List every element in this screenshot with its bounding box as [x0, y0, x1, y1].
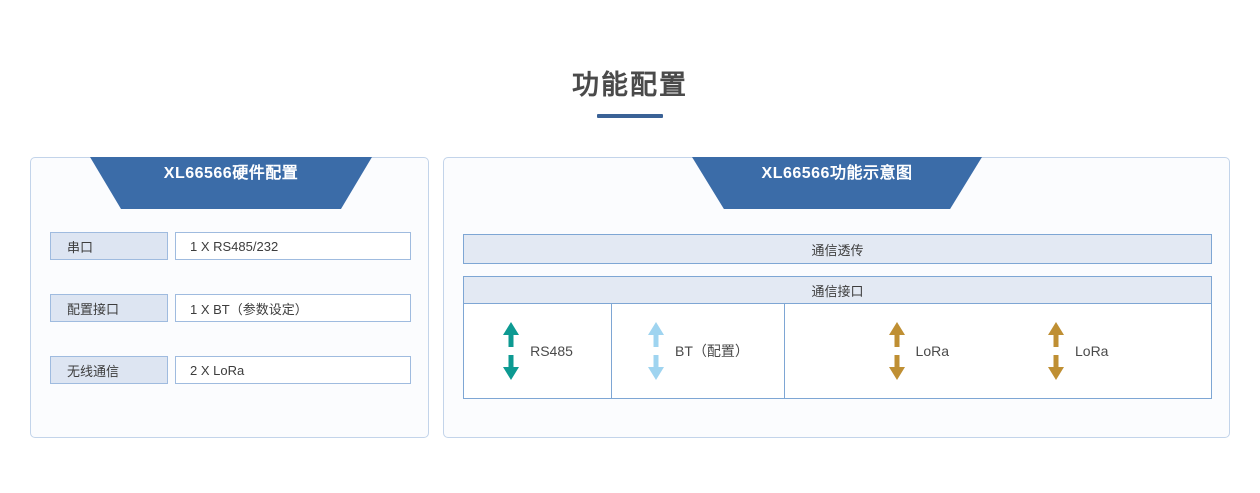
- communication-interface-block: 通信接口 RS485: [463, 276, 1212, 399]
- title-underline: [597, 114, 663, 118]
- spec-row: 配置接口 1 X BT（参数设定）: [50, 294, 411, 322]
- port-label-lora-1: LoRa: [915, 343, 949, 359]
- spec-key-wireless: 无线通信: [50, 356, 168, 384]
- double-arrow-icon: [888, 321, 906, 381]
- spec-key-serial: 串口: [50, 232, 168, 260]
- function-diagram-panel: XL66566功能示意图 通信透传 通信接口 RS485: [443, 157, 1230, 438]
- interface-cell-bt: BT（配置）: [612, 304, 785, 398]
- interface-cells: RS485 BT（配置）: [464, 304, 1211, 398]
- hardware-config-panel: XL66566硬件配置 串口 1 X RS485/232 配置接口 1 X BT…: [30, 157, 429, 438]
- port-lora-2: LoRa: [1047, 321, 1108, 381]
- double-arrow-icon: [502, 321, 520, 381]
- double-arrow-icon: [1047, 321, 1065, 381]
- spec-key-config-interface: 配置接口: [50, 294, 168, 322]
- spec-value-config-interface: 1 X BT（参数设定）: [175, 294, 411, 322]
- port-lora-1: LoRa: [888, 321, 949, 381]
- spec-value-serial: 1 X RS485/232: [175, 232, 411, 260]
- page-title: 功能配置: [572, 70, 688, 100]
- port-label-bt: BT（配置）: [675, 343, 749, 359]
- diagram-spacer: [463, 264, 1212, 276]
- interface-cell-rs485: RS485: [464, 304, 612, 398]
- page-header: 功能配置: [0, 68, 1260, 118]
- transparent-transmission-bar: 通信透传: [463, 234, 1212, 264]
- spec-row: 串口 1 X RS485/232: [50, 232, 411, 260]
- port-label-rs485: RS485: [530, 343, 573, 359]
- function-diagram: 通信透传 通信接口 RS485: [463, 234, 1212, 399]
- double-arrow-icon: [647, 321, 665, 381]
- hardware-config-banner: XL66566硬件配置: [90, 157, 372, 209]
- spec-row: 无线通信 2 X LoRa: [50, 356, 411, 384]
- hardware-config-banner-title: XL66566硬件配置: [163, 165, 299, 182]
- hardware-spec-list: 串口 1 X RS485/232 配置接口 1 X BT（参数设定） 无线通信 …: [50, 232, 411, 384]
- spec-value-wireless: 2 X LoRa: [175, 356, 411, 384]
- port-rs485: RS485: [502, 321, 573, 381]
- communication-interface-title: 通信接口: [464, 277, 1211, 304]
- port-label-lora-2: LoRa: [1075, 343, 1109, 359]
- function-diagram-banner-title: XL66566功能示意图: [761, 165, 913, 182]
- interface-cell-lora: LoRa LoRa: [785, 304, 1211, 398]
- function-diagram-banner: XL66566功能示意图: [692, 157, 982, 209]
- port-bt: BT（配置）: [647, 321, 749, 381]
